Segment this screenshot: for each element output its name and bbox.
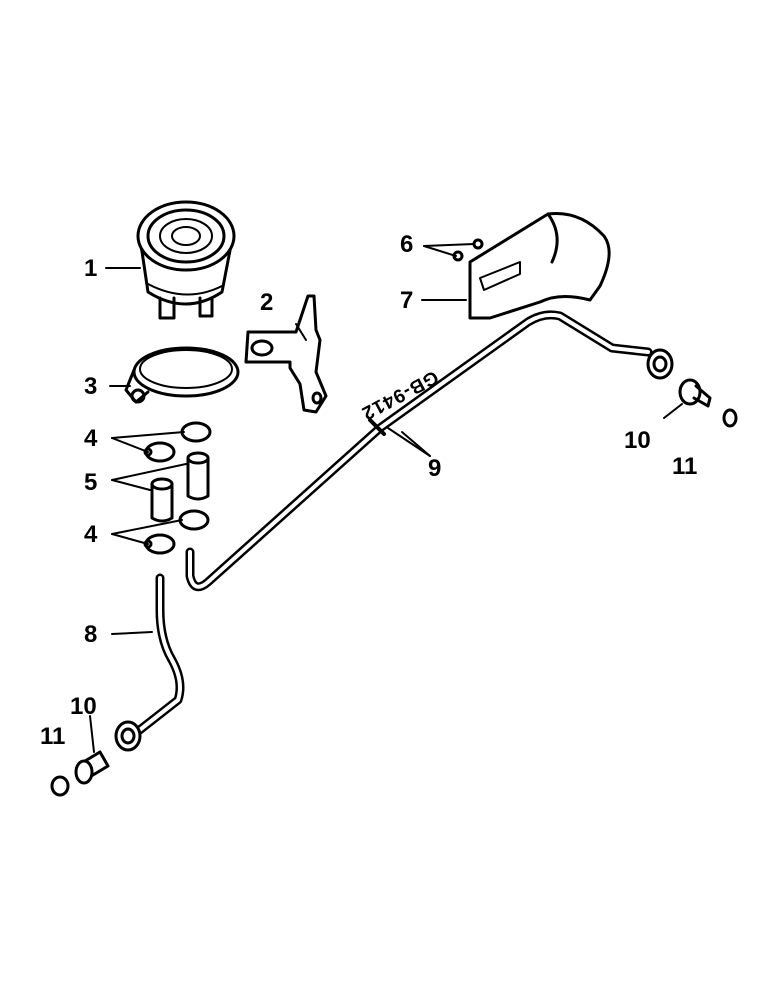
callout-10-right: 10 bbox=[624, 427, 651, 454]
mounting-bracket bbox=[244, 294, 328, 414]
callout-3: 3 bbox=[84, 373, 97, 400]
callout-6: 6 bbox=[400, 231, 413, 258]
hose-sleeves bbox=[150, 451, 210, 523]
callout-4-lower: 4 bbox=[84, 521, 98, 548]
callout-7: 7 bbox=[400, 287, 413, 314]
washer-left bbox=[50, 775, 70, 797]
callout-11-right: 11 bbox=[672, 453, 697, 480]
callout-5: 5 bbox=[84, 469, 97, 496]
callout-10-left: 10 bbox=[70, 693, 97, 720]
callout-9: 9 bbox=[428, 455, 441, 482]
pipe-nut-left bbox=[114, 720, 142, 752]
callout-1: 1 bbox=[84, 255, 97, 282]
callout-4-upper: 4 bbox=[84, 425, 98, 452]
long-pipe bbox=[185, 310, 653, 592]
union-fitting-right bbox=[678, 378, 712, 408]
heat-shield bbox=[468, 211, 611, 320]
reservoir bbox=[136, 200, 236, 320]
hose-clamp bbox=[124, 346, 240, 404]
union-fitting-left bbox=[74, 750, 110, 785]
callout-8: 8 bbox=[84, 621, 97, 648]
callout-11-left: 11 bbox=[40, 723, 65, 750]
washer-right bbox=[722, 408, 738, 428]
leader-lines bbox=[89, 243, 683, 753]
pipe-nut-right bbox=[646, 348, 674, 380]
short-pipe bbox=[127, 573, 185, 741]
callout-2: 2 bbox=[260, 289, 273, 316]
